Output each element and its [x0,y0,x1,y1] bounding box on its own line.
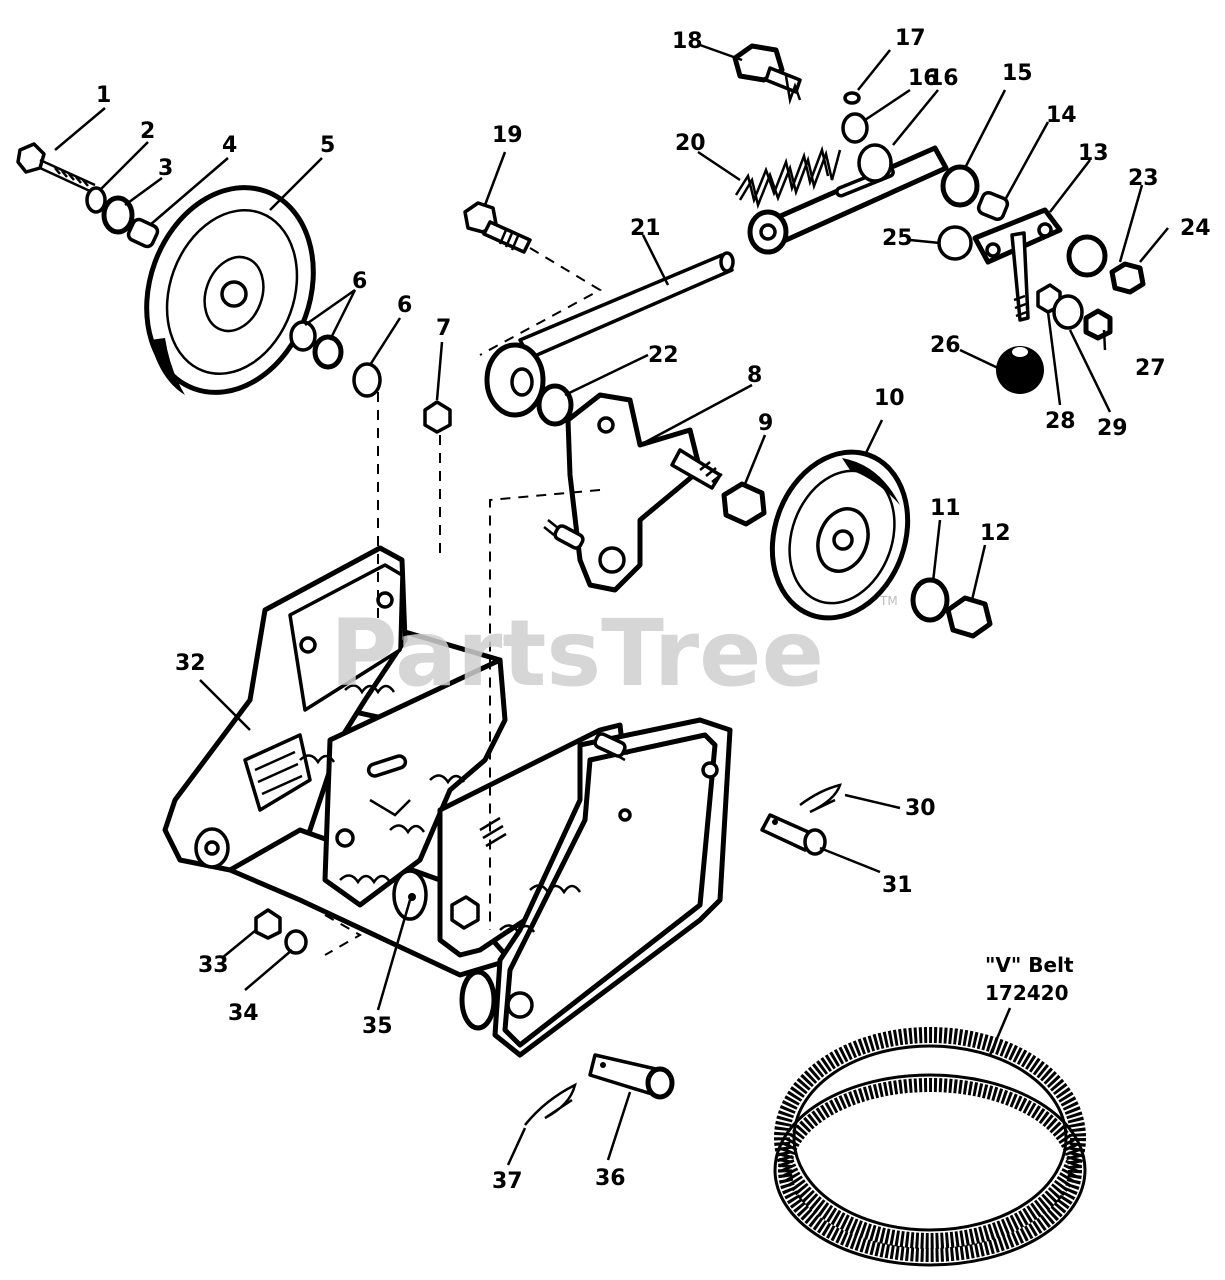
watermark: PartsTree [330,600,824,707]
pulley-2 [144,185,316,395]
washer-6 [101,195,135,235]
assembly-lines [324,247,603,956]
nut-37 [721,481,767,527]
callout-16a: 25 [882,226,913,251]
collar-23 [841,112,869,144]
bolt-35 [463,201,532,254]
washer-16b [1052,294,1084,330]
spacer-5 [126,217,160,249]
callout-1: 32 [175,651,206,676]
washer-4a [289,320,317,352]
watermark-trademark: TM [879,594,898,608]
callout-21: 21 [630,216,661,241]
callout-9: 8 [747,363,762,388]
link-plate-15 [972,207,1063,322]
nut-8 [423,400,452,434]
callout-22: 20 [675,131,706,156]
callout-3: 1 [96,83,111,108]
leader-lines [54,43,1169,1166]
callout-4: 6 [352,269,367,294]
idler-arm-9 [543,392,723,593]
washer-36 [536,383,574,427]
callout-15: 13 [1078,141,1109,166]
bracket-assembly-1 [162,545,733,1058]
washer-6b [352,362,382,398]
callout-8: 7 [436,316,451,341]
callout-5: 4 [222,133,237,158]
callout-6a: 3 [158,156,173,181]
callout-25: 14 [1046,103,1077,128]
knob-19 [996,346,1044,394]
belt-note-line1: "V" Belt [985,953,1074,977]
callout-20: 16 [928,66,959,91]
hair-pin-32 [799,783,842,814]
callout-14: 12 [980,521,1011,546]
callout-32: 30 [905,796,936,821]
washer-27 [1066,234,1108,278]
washer-26 [940,164,980,208]
callout-12: 10 [874,386,905,411]
collar-hub [484,342,546,418]
washer-16a [937,225,973,261]
callout-10: 11 [930,496,961,521]
nut-18 [1083,308,1113,341]
pulley-12 [769,449,911,621]
callout-19: 26 [930,333,961,358]
tension-rod-20 [747,143,949,255]
callout-28: 24 [1180,216,1211,241]
clevis-pin-31 [760,813,827,856]
callout-37: 9 [758,411,773,436]
callout-29: 36 [595,1166,626,1191]
callout-35: 19 [492,123,523,148]
bolt-3 [16,142,96,194]
washer-7 [85,186,107,214]
bolt-34 [732,43,802,105]
callout-27: 23 [1128,166,1159,191]
callout-24: 17 [895,26,926,51]
callout-7: 2 [140,119,155,144]
callout-17: 28 [1045,409,1076,434]
callout-labels: 1 2 3 4 5 6 6 7 8 9 10 11 12 13 14 15 16… [96,26,1211,1194]
washer-13 [284,929,308,955]
callout-31: 31 [882,873,913,898]
callout-11: 33 [198,953,229,978]
callout-36: 22 [648,343,679,368]
hair-pin-30 [524,1082,577,1126]
nut-28 [1109,261,1146,295]
spring-22 [734,145,842,210]
nut-14 [945,595,993,639]
v-belt [773,1027,1087,1267]
washer-10 [910,577,950,623]
callout-23: 16 [908,66,939,91]
callout-30: 37 [492,1169,523,1194]
spacer-25 [976,190,1010,222]
shaft-21 [518,251,735,360]
belt-note-line2: 172420 [985,981,1069,1005]
washer-4b [312,334,344,370]
callout-13: 34 [228,1001,259,1026]
callout-18: 27 [1135,356,1166,381]
clevis-pin-29 [588,1053,675,1100]
callout-33: 35 [362,1014,393,1039]
screw-24 [843,91,861,105]
callout-16b: 29 [1097,416,1128,441]
nut-11 [254,908,282,940]
callout-34: 18 [672,29,703,54]
callout-26: 15 [1002,61,1033,86]
callout-6b: 6 [397,293,412,318]
callout-2: 5 [320,133,335,158]
